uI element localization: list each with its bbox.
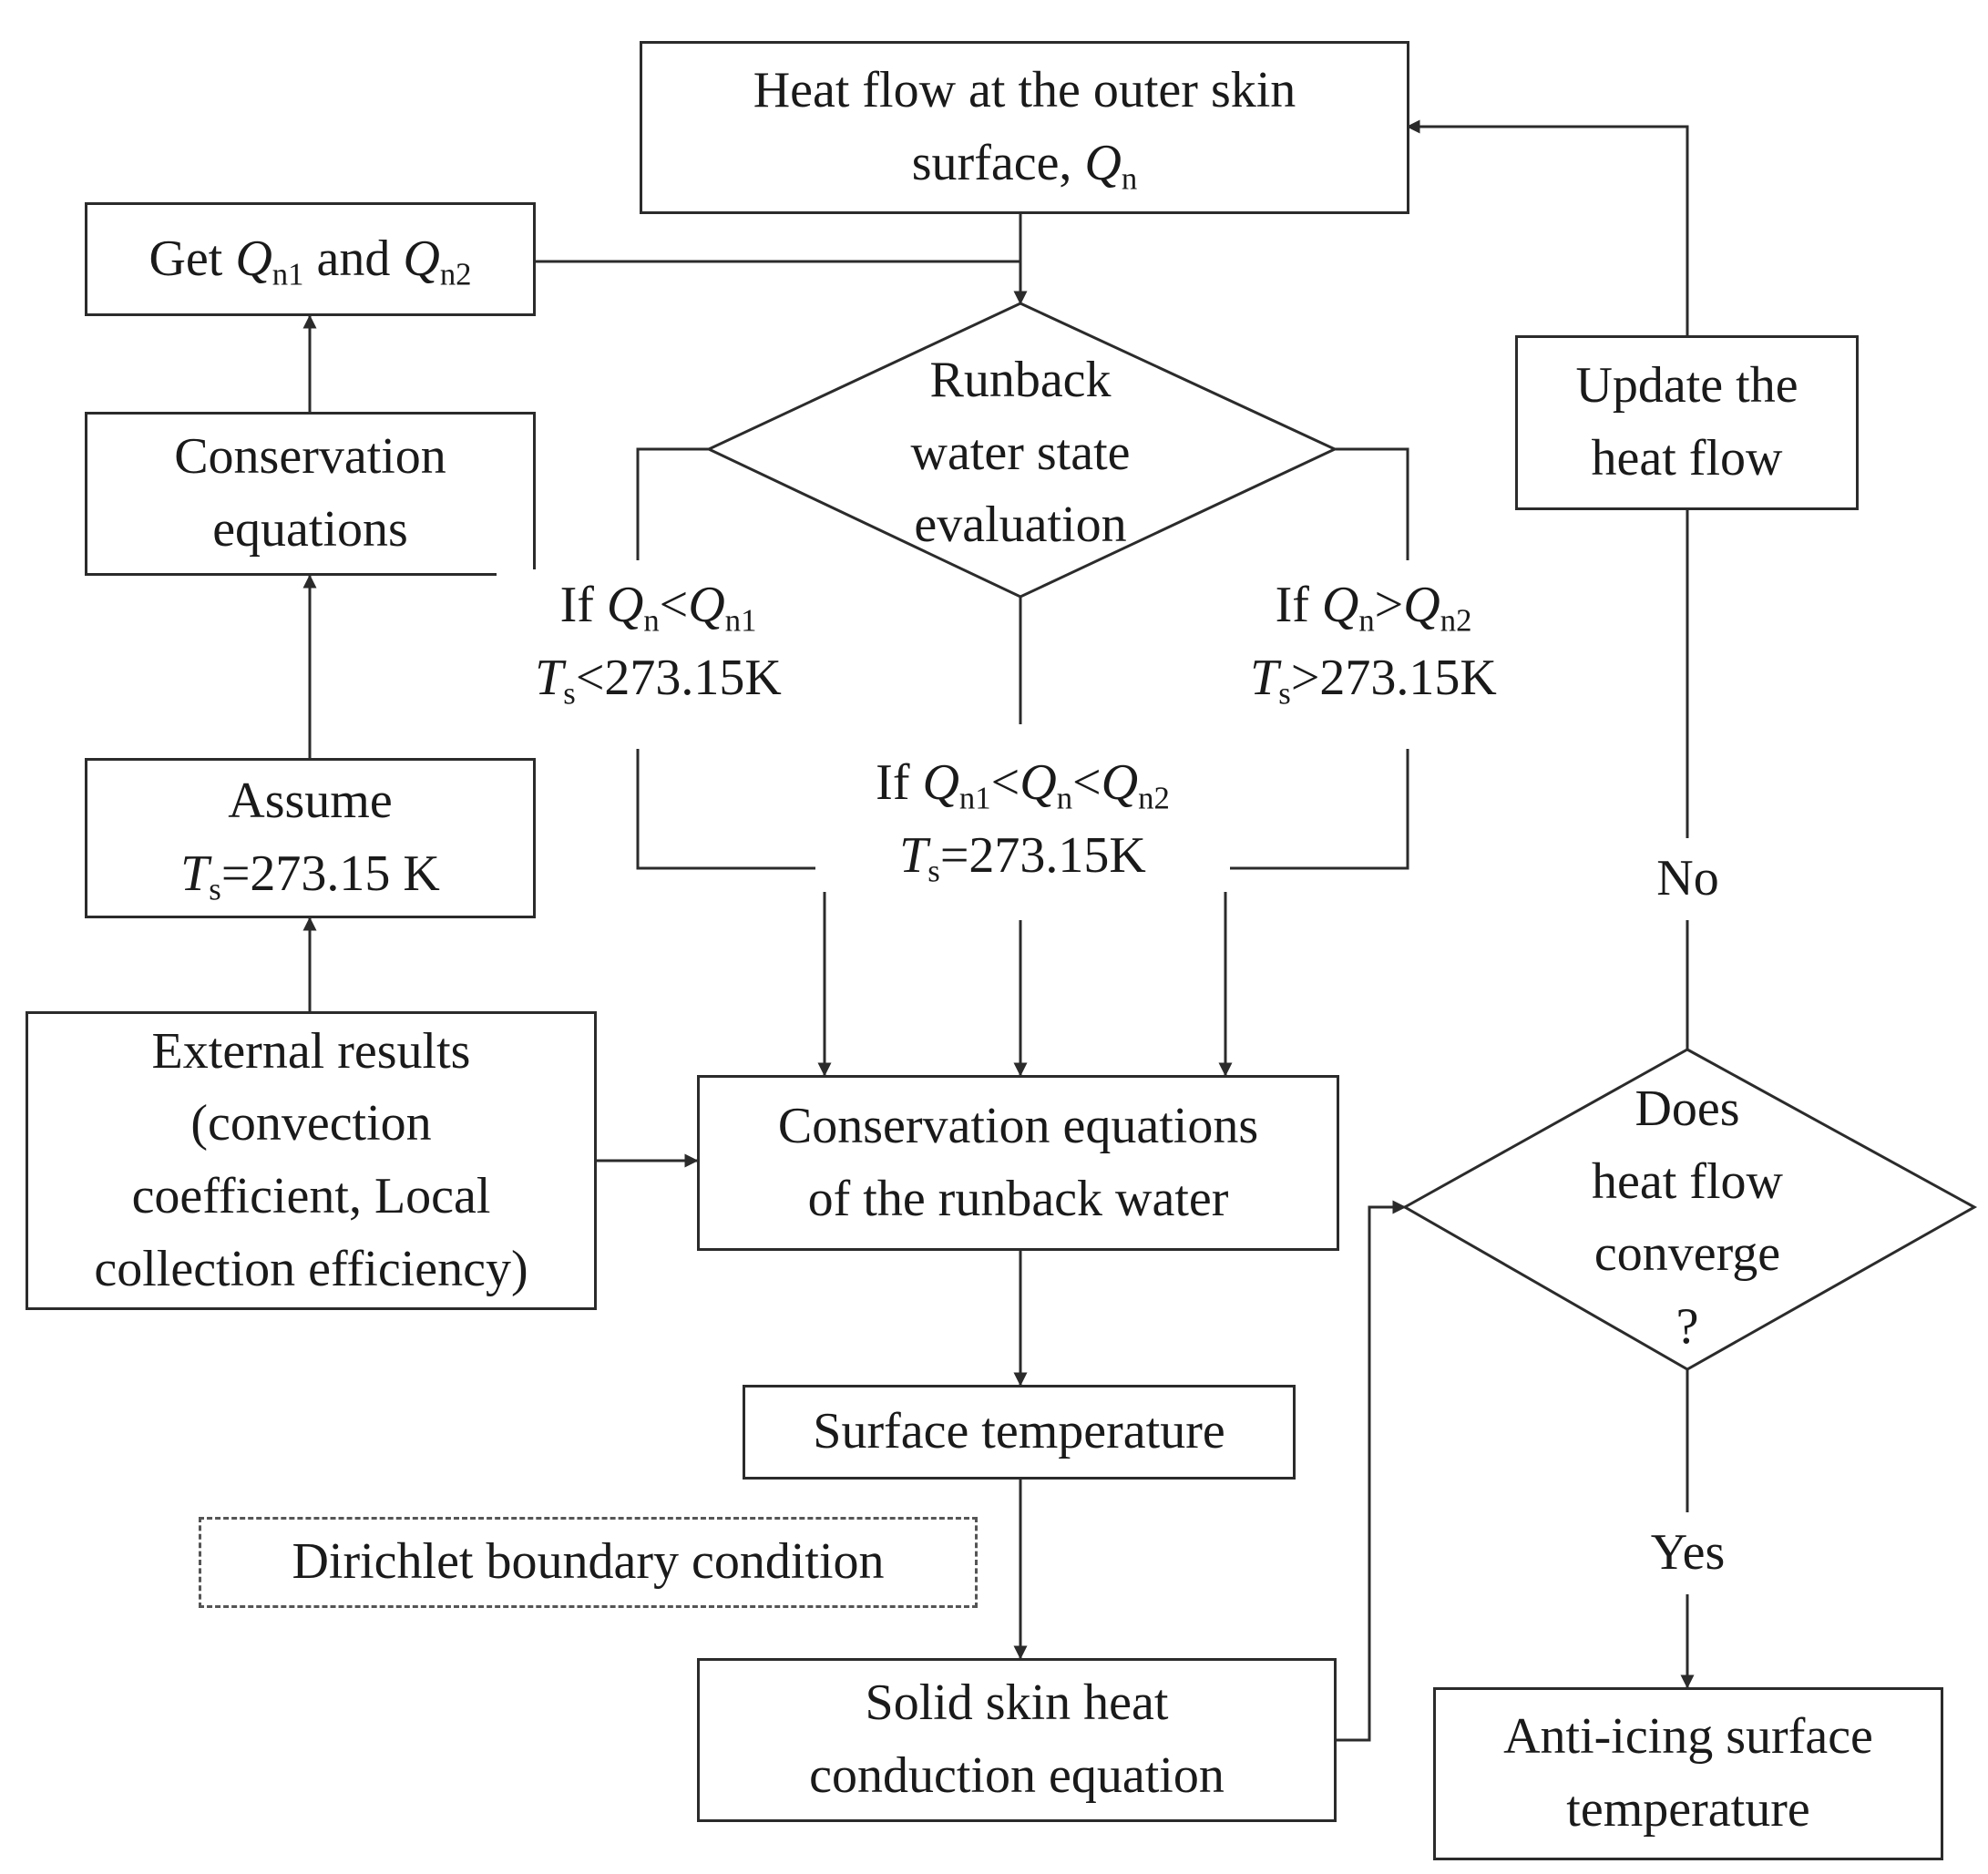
q-subscript: n: [643, 602, 660, 639]
solid-skin-node: Solid skin heat conduction equation: [697, 1658, 1337, 1822]
anti-icing-node: Anti-icing surface temperature: [1433, 1687, 1943, 1860]
q-symbol: Q: [1084, 135, 1122, 191]
solid-skin-line2: conduction equation: [809, 1747, 1225, 1804]
condition-middle: If Qn1<Qn<Qn2 Ts=273.15K: [815, 747, 1230, 893]
runback-line2: of the runback water: [807, 1170, 1229, 1227]
q-subscript: n: [1121, 160, 1138, 197]
external-results-node: External results (convection coefficient…: [26, 1011, 597, 1310]
assume-node: Assume Ts=273.15 K: [85, 758, 536, 918]
assume-line1: Assume: [228, 773, 393, 830]
update-line1: Update the: [1575, 357, 1798, 415]
get-q-node: Get Qn1 and Qn2: [85, 202, 536, 316]
evaluation-line3: evaluation: [914, 497, 1127, 554]
if-label: If: [876, 754, 910, 811]
q-subscript: n: [1358, 602, 1375, 639]
t-subscript: s: [563, 674, 576, 711]
surface-temperature-label: Surface temperature: [813, 1403, 1225, 1460]
get-q-prefix: Get: [149, 230, 223, 287]
converge-diamond: [1401, 1048, 1978, 1371]
update-heat-flow-node: Update the heat flow: [1515, 335, 1859, 510]
q-subscript: n2: [1440, 602, 1472, 639]
q-symbol: Q: [403, 230, 440, 287]
evaluation-line1: Runback: [929, 352, 1112, 408]
q-symbol: Q: [1101, 754, 1139, 811]
q-symbol: Q: [1020, 754, 1057, 811]
edge-branch-left-lower: [636, 749, 832, 1077]
q-symbol: Q: [1321, 577, 1359, 633]
less-than-sign: <: [1072, 754, 1102, 811]
runback-evaluation-diamond: [705, 302, 1338, 599]
q-symbol: Q: [922, 754, 959, 811]
no-label: No: [1622, 838, 1754, 920]
conservation-line1: Conservation: [174, 428, 446, 486]
t-symbol: T: [1250, 649, 1279, 706]
converge-text: Does heat flow converge ?: [1519, 1073, 1856, 1363]
external-line3: coefficient, Local: [131, 1168, 491, 1224]
assume-value: =273.15 K: [220, 845, 440, 902]
q-subscript: n2: [1138, 780, 1170, 816]
less-than-sign: <: [659, 577, 689, 633]
t-subscript: s: [927, 852, 940, 888]
edge-branch-left-upper: [636, 447, 709, 560]
q-symbol: Q: [688, 577, 725, 633]
if-label: If: [1275, 577, 1309, 633]
q-symbol: Q: [1403, 577, 1440, 633]
converge-line4: ?: [1675, 1297, 1699, 1355]
conservation-equations-node: Conservation equations: [85, 412, 536, 576]
heat-flow-node: Heat flow at the outer skin surface, Qn: [640, 41, 1409, 214]
converge-line2: heat flow: [1592, 1152, 1783, 1210]
q-symbol: Q: [606, 577, 644, 633]
runback-conservation-node: Conservation equations of the runback wa…: [697, 1075, 1339, 1251]
t-symbol: T: [535, 649, 564, 706]
anti-icing-line2: temperature: [1566, 1781, 1810, 1838]
less-than-sign: <: [990, 754, 1020, 811]
t-subscript: s: [1278, 674, 1291, 711]
temperature-condition: >273.15K: [1290, 649, 1497, 706]
external-line4: collection efficiency): [94, 1240, 528, 1297]
heat-flow-line1: Heat flow at the outer skin: [753, 62, 1296, 119]
conservation-line2: equations: [212, 501, 408, 558]
converge-line1: Does: [1634, 1080, 1740, 1137]
t-symbol: T: [899, 826, 928, 884]
t-symbol: T: [180, 845, 210, 902]
solid-skin-line1: Solid skin heat: [865, 1674, 1169, 1732]
edge-branch-right-lower: [1218, 749, 1409, 1077]
update-line2: heat flow: [1591, 430, 1783, 486]
edge-update-to-heatflow: [1406, 119, 1689, 335]
anti-icing-line1: Anti-icing surface: [1503, 1708, 1873, 1766]
surface-temperature-node: Surface temperature: [743, 1385, 1296, 1480]
condition-right: If Qn>Qn2 Ts>273.15K: [1212, 569, 1535, 715]
heat-flow-line2: surface,: [911, 135, 1072, 191]
runback-evaluation-text: Runback water state evaluation: [820, 344, 1221, 562]
external-line1: External results: [151, 1022, 471, 1080]
condition-left: If Qn<Qn1 Ts<273.15K: [497, 569, 820, 715]
runback-line1: Conservation equations: [777, 1097, 1259, 1154]
temperature-condition: =273.15K: [939, 826, 1146, 884]
yes-label: Yes: [1613, 1512, 1763, 1594]
q-subscript: n2: [439, 256, 472, 292]
q-symbol: Q: [235, 230, 272, 287]
get-q-and: and: [316, 230, 391, 287]
dirichlet-node: Dirichlet boundary condition: [199, 1517, 978, 1608]
greater-than-sign: >: [1374, 577, 1404, 633]
t-subscript: s: [209, 871, 221, 907]
q-subscript: n1: [272, 256, 304, 292]
q-subscript: n: [1056, 780, 1073, 816]
evaluation-line2: water state: [910, 424, 1131, 481]
edge-solidskin-to-converge: [1337, 1200, 1407, 1742]
converge-line3: converge: [1593, 1225, 1781, 1283]
dirichlet-label: Dirichlet boundary condition: [292, 1533, 885, 1591]
edge-branch-right-upper: [1335, 447, 1409, 560]
if-label: If: [559, 577, 594, 633]
external-line2: (convection: [190, 1095, 432, 1152]
temperature-condition: <273.15K: [575, 649, 782, 706]
q-subscript: n1: [724, 602, 757, 639]
q-subscript: n1: [958, 780, 991, 816]
